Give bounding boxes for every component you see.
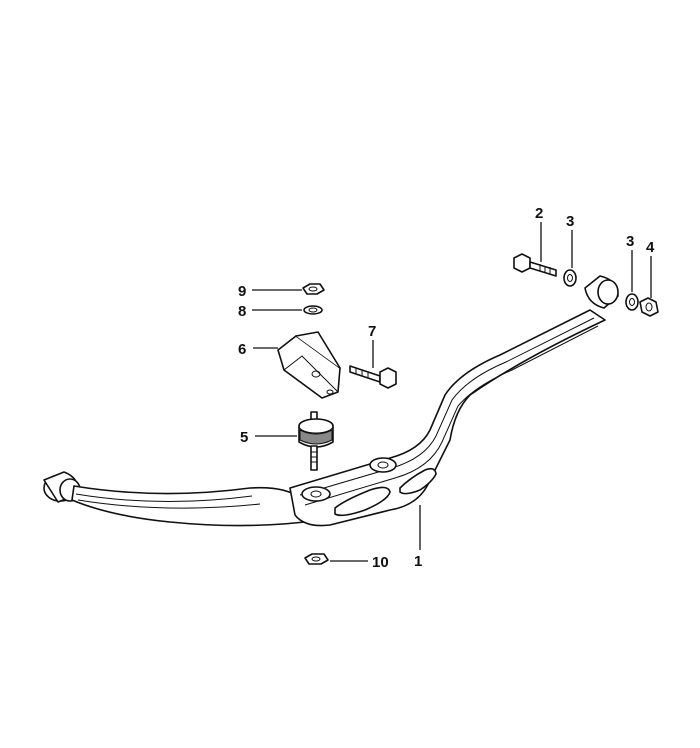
bolt-part-7 [349,365,397,389]
bolt-part-2 [513,253,557,277]
lock-washer-part-8 [303,305,323,315]
nut-part-9 [302,283,325,295]
callout-2: 2 [535,205,543,222]
callout-6: 6 [238,341,246,358]
washer-part-3-right [625,293,639,311]
callout-5: 5 [240,429,248,446]
callout-3-left: 3 [566,213,574,230]
callout-9: 9 [238,283,246,300]
callout-10: 10 [372,554,389,571]
leaf-spring-part-1 [43,275,619,527]
callout-7: 7 [368,323,376,340]
nut-part-4 [639,297,659,317]
callout-3-right: 3 [626,233,634,250]
nut-part-10 [304,553,329,565]
callout-1: 1 [414,553,422,570]
bracket-part-6 [277,331,341,399]
washer-part-3-left [563,269,577,287]
callout-4: 4 [646,239,655,256]
callout-8: 8 [238,303,246,320]
rubber-mount-part-5 [298,411,334,471]
leader-lines [252,222,652,562]
